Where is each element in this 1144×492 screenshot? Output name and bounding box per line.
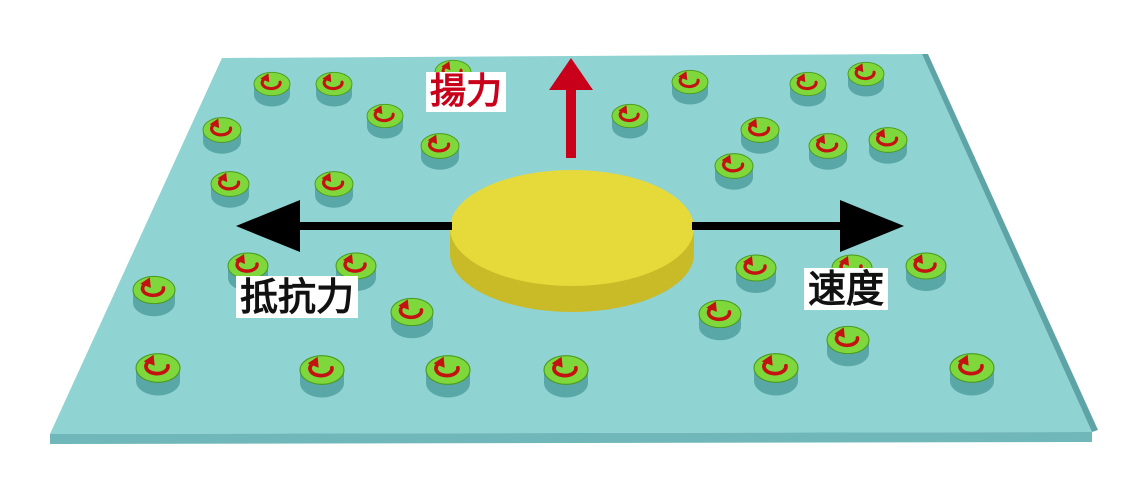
vortex-icon: [671, 69, 709, 105]
vortex-icon: [740, 117, 780, 154]
vortex-icon: [714, 153, 754, 190]
vortex-icon: [135, 353, 181, 396]
vortex-icon: [735, 254, 777, 293]
vortex-icon: [420, 133, 460, 170]
vortex-icon: [847, 61, 885, 97]
vortex-icon: [132, 275, 176, 317]
vortex-icon: [905, 252, 947, 291]
vortex-icon: [227, 252, 269, 291]
vortex-icon: [315, 71, 353, 107]
vortex-icon: [753, 353, 799, 396]
drag-arrow: [236, 200, 452, 252]
velocity-label: 速度: [804, 268, 889, 310]
vortex-icon: [826, 325, 870, 367]
vortex-icon: [366, 103, 404, 139]
vortex-icon: [698, 299, 742, 341]
vortex-icon: [789, 71, 827, 107]
vortex-icon: [210, 171, 250, 208]
vortex-icon: [425, 355, 471, 398]
vortex-icon: [202, 117, 242, 154]
vortex-icon: [253, 71, 291, 107]
vortex-group: [132, 59, 995, 398]
vortex-icon: [611, 103, 649, 139]
vortex-icon: [390, 297, 434, 339]
vortex-icon: [868, 127, 908, 164]
vortex-icon: [808, 133, 848, 170]
disk-top: [450, 170, 694, 286]
yellow-disk: [450, 170, 694, 312]
vortex-icon: [314, 171, 354, 208]
velocity-arrow: [692, 200, 904, 252]
vortex-icon: [299, 355, 345, 398]
plate-right-edge: [922, 54, 1098, 432]
plate-front: [50, 432, 1092, 444]
drag-label: 抵抗力: [236, 276, 359, 318]
vortex-icon: [949, 353, 995, 396]
lift-arrow: [549, 58, 593, 158]
vortex-icon: [543, 355, 589, 398]
lift-label: 揚力: [426, 72, 507, 112]
